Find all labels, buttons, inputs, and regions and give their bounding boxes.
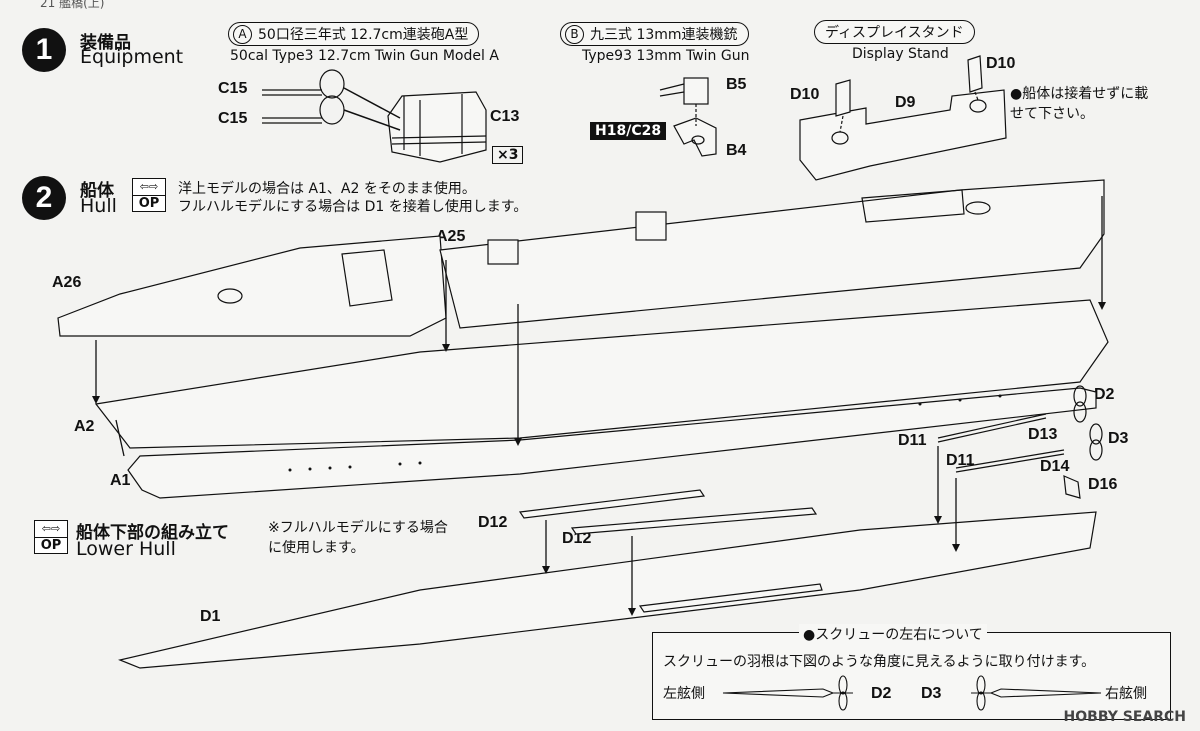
step-2-title-jp: 船体: [80, 181, 114, 201]
screw-note-body: スクリューの羽根は下図のような角度に見えるように取り付けます。: [663, 654, 1096, 670]
stand-name-en: Display Stand: [852, 46, 949, 62]
deck-a25-drawing: [439, 179, 1105, 329]
part-label-d12-a: D12: [478, 514, 508, 531]
screw-note-box: ●スクリューの左右について スクリューの羽根は下図のような角度に見えるように取り…: [652, 624, 1171, 720]
part-label-d2: D2: [1094, 386, 1115, 403]
d12-keel-drawing: [518, 489, 823, 613]
op-icon-hull: ⇦⇨ OP: [132, 178, 166, 212]
lower-hull-title-jp: 船体下部の組み立て: [76, 523, 229, 543]
part-label-a26: A26: [52, 274, 82, 291]
assembly-arrows: [95, 196, 1103, 610]
hull-a2-drawing: [94, 299, 1109, 449]
item-b-title: B 九三式 13mm連装機銃: [560, 22, 749, 46]
part-label-d9: D9: [895, 94, 916, 111]
part-label-c13: C13: [490, 108, 520, 125]
item-b-name-jp: 九三式 13mm連装機銃: [590, 27, 738, 43]
op-arrow-icon: ⇦⇨: [35, 521, 67, 538]
h18-c28-tag: H18/C28: [590, 122, 667, 140]
part-label-d1: D1: [200, 608, 221, 625]
op-icon-lower-hull: ⇦⇨ OP: [34, 520, 68, 554]
lower-hull-title-en: Lower Hull: [76, 538, 176, 560]
part-label-b4: B4: [726, 142, 747, 159]
part-label-d16: D16: [1088, 476, 1118, 493]
part-label-b5: B5: [726, 76, 747, 93]
step-2-title-en: Hull: [80, 195, 117, 217]
propeller-d3-icon: [1089, 423, 1103, 461]
d11-shaft-drawing: [937, 413, 1065, 473]
screw-left-icon: [838, 675, 848, 695]
part-label-d3: D3: [1108, 430, 1129, 447]
op-line-2: フルハルモデルにする場合は D1 を接着し使用します。: [178, 199, 528, 215]
b-twin-gun-drawing: [659, 77, 717, 157]
op-line-1: 洋上モデルの場合は A1、A2 をそのまま使用。: [178, 181, 476, 197]
part-label-d13: D13: [1028, 426, 1058, 443]
c13-turret-drawing: [387, 91, 487, 163]
header-fragment: 21 艦橋(上): [40, 0, 105, 10]
d16-plate-drawing: [1063, 475, 1081, 499]
screw-left-part-label: D2: [871, 685, 892, 702]
c15-barrel-drawing: [262, 69, 345, 125]
op-arrow-icon: ⇦⇨: [133, 179, 165, 196]
right-side-label: 右舷側: [1105, 686, 1147, 702]
part-label-a2: A2: [74, 418, 95, 435]
stand-name-jp: ディスプレイスタンド: [825, 25, 964, 41]
part-label-d11-b: D11: [946, 452, 975, 469]
step-1-title-en: Equipment: [80, 46, 184, 68]
part-label-a1: A1: [110, 472, 131, 489]
screw-diagram: [722, 675, 1102, 711]
item-a-letter: A: [233, 24, 252, 44]
screw-note-title: ●スクリューの左右について: [799, 624, 987, 644]
left-side-label: 左舷側: [663, 686, 705, 702]
part-label-d11-a: D11: [898, 432, 927, 449]
part-label-d10-a: D10: [986, 55, 1016, 72]
watermark: HOBBY SEARCH: [1063, 709, 1186, 725]
step-1-number: 1: [22, 28, 66, 72]
item-a-name-jp: 50口径三年式 12.7cm連装砲A型: [258, 27, 469, 43]
part-label-d10-b: D10: [790, 86, 820, 103]
hull-a1-drawing: [127, 387, 1097, 499]
part-label-a25: A25: [436, 228, 466, 245]
item-a-title: A 50口径三年式 12.7cm連装砲A型: [228, 22, 480, 46]
deck-a26-drawing: [57, 235, 447, 337]
multiplier-badge: ×3: [492, 146, 524, 164]
item-b-name-en: Type93 13mm Twin Gun: [582, 48, 750, 64]
step-1-title-jp: 装備品: [80, 33, 131, 53]
lower-hull-note: ※フルハルモデルにする場合に使用します。: [268, 520, 448, 556]
part-label-c15-a: C15: [218, 80, 248, 97]
display-stand-drawing: [799, 55, 1007, 181]
item-a-name-en: 50cal Type3 12.7cm Twin Gun Model A: [230, 48, 499, 64]
screw-right-part-label: D3: [921, 685, 942, 702]
hull-d1-drawing: [118, 511, 1097, 669]
item-b-letter: B: [565, 24, 584, 44]
step-2-number: 2: [22, 176, 66, 220]
part-label-d14: D14: [1040, 458, 1070, 475]
stand-note: ●船体は接着せずに載せて下さい。: [1010, 86, 1149, 122]
propeller-d2-icon: [1073, 385, 1087, 423]
stand-title: ディスプレイスタンド: [814, 20, 975, 44]
part-label-c15-b: C15: [218, 110, 248, 127]
screw-right-icon: [976, 675, 986, 695]
part-label-d12-b: D12: [562, 530, 592, 547]
